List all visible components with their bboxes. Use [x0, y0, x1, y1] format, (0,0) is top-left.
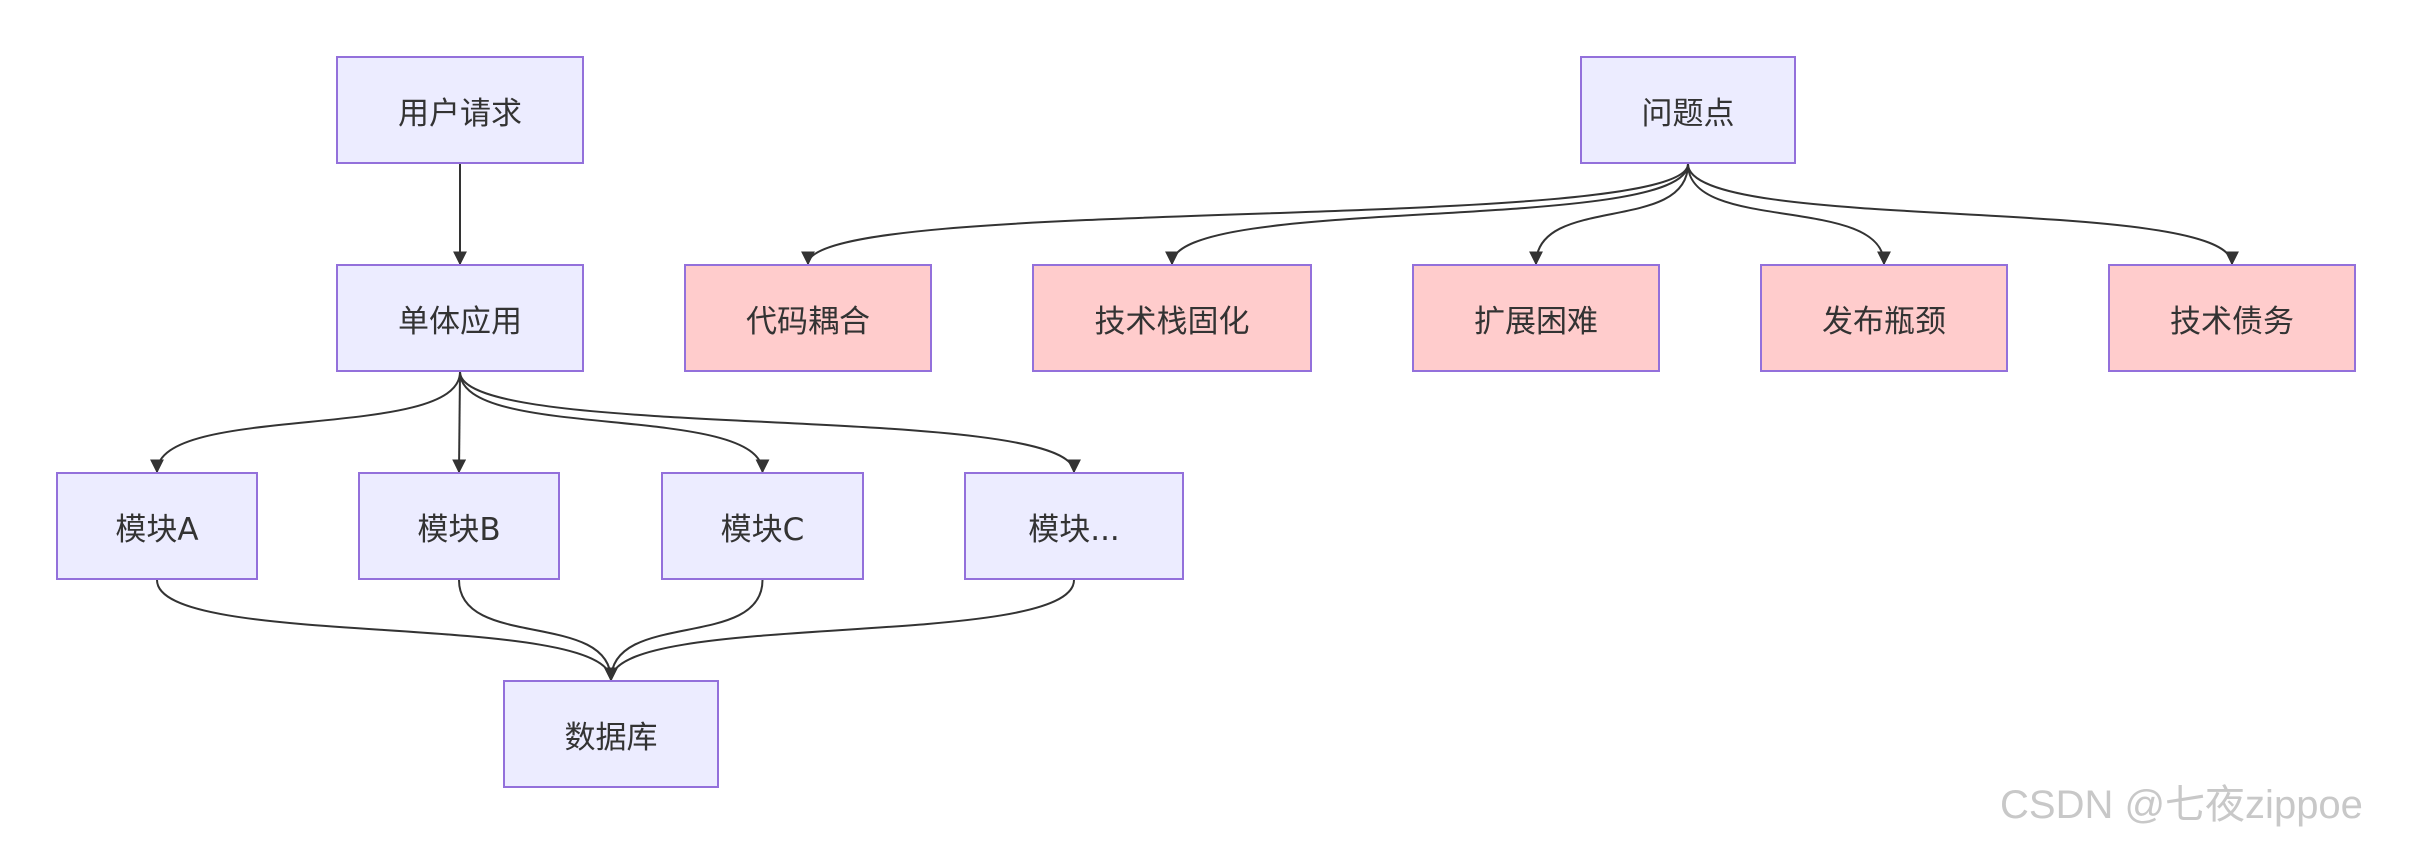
node-label: 单体应用	[398, 303, 522, 340]
edge-module_c-to-database	[604, 579, 764, 682]
edge-monolith-to-module_c	[459, 371, 770, 474]
edge-module_more-to-database	[604, 579, 1075, 682]
node-problems: 问题点	[1580, 56, 1796, 164]
node-tech-debt: 技术债务	[2108, 264, 2356, 372]
node-label: 模块B	[417, 511, 501, 548]
node-label: 扩展困难	[1474, 303, 1598, 340]
watermark: CSDN @七夜zippoe	[2000, 783, 2363, 827]
node-module-b: 模块B	[358, 472, 560, 580]
node-code-coupling: 代码耦合	[684, 264, 932, 372]
node-label: 数据库	[564, 719, 658, 756]
node-label: 模块A	[115, 511, 199, 548]
node-tech-stack-lock: 技术栈固化	[1032, 264, 1312, 372]
edge-problems-to-code_coupling	[801, 163, 1689, 266]
edge-problems-to-scaling_difficulty	[1529, 163, 1689, 266]
node-label: 用户请求	[398, 95, 522, 132]
node-module-more: 模块...	[964, 472, 1184, 580]
node-label: 代码耦合	[746, 303, 870, 340]
node-scaling-difficulty: 扩展困难	[1412, 264, 1660, 372]
node-monolith: 单体应用	[336, 264, 584, 372]
node-label: 模块C	[720, 511, 805, 548]
node-database: 数据库	[503, 680, 719, 788]
edge-problems-to-release_bottleneck	[1687, 163, 1891, 266]
node-user-request: 用户请求	[336, 56, 584, 164]
node-label: 模块...	[1028, 511, 1120, 548]
node-module-c: 模块C	[661, 472, 864, 580]
node-label: 发布瓶颈	[1822, 303, 1946, 340]
edge-module_a-to-database	[156, 579, 618, 682]
edge-problems-to-tech_stack_lock	[1165, 163, 1689, 266]
node-label: 技术债务	[2170, 303, 2294, 340]
node-label: 问题点	[1641, 95, 1735, 132]
edge-module_b-to-database	[458, 579, 618, 682]
node-label: 技术栈固化	[1094, 303, 1250, 340]
edge-monolith-to-module_more	[459, 371, 1081, 474]
edge-problems-to-tech_debt	[1687, 163, 2239, 266]
edge-monolith-to-module_a	[150, 371, 461, 474]
edge-monolith-to-module_b	[452, 371, 467, 474]
node-release-bottleneck: 发布瓶颈	[1760, 264, 2008, 372]
node-module-a: 模块A	[56, 472, 258, 580]
